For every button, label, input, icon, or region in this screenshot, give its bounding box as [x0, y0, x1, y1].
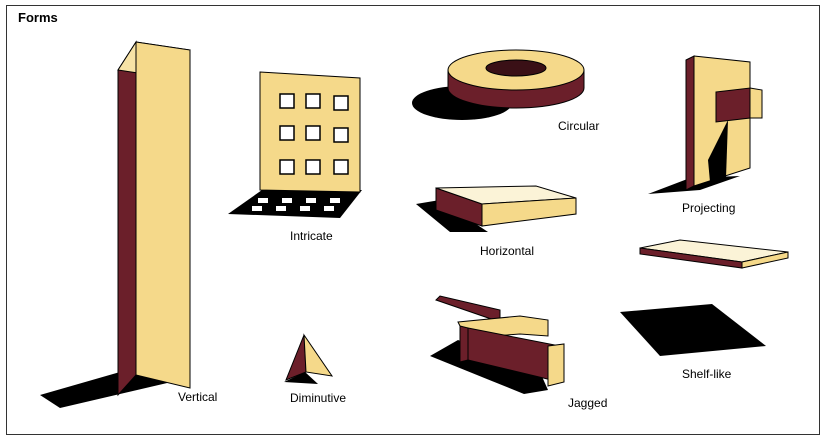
intricate-form: [228, 71, 362, 218]
label-vertical: Vertical: [178, 390, 218, 404]
pyramid-left: [285, 334, 307, 381]
jagged-seg4-face: [547, 343, 565, 387]
jagged-seg1-side: [435, 295, 501, 323]
label-horizontal: Horizontal: [480, 244, 535, 258]
label-circular: Circular: [558, 119, 600, 133]
jagged-seg3-side: [459, 325, 469, 363]
projecting-arm-shadow: [708, 120, 728, 182]
plate-shadow: [620, 304, 766, 356]
slab-front: [481, 197, 577, 227]
label-diminutive: Diminutive: [290, 391, 347, 405]
vertical-form: [40, 40, 191, 408]
plate-front: [741, 251, 789, 269]
pyramid-right: [303, 333, 334, 377]
ring-hole: [485, 59, 547, 77]
label-projecting: Projecting: [682, 201, 736, 215]
projecting-wall-side: [685, 55, 695, 191]
label-jagged: Jagged: [568, 396, 608, 410]
pyramid-shadow: [284, 372, 318, 384]
vertical-side: [117, 40, 137, 397]
intricate-shadow: [228, 190, 362, 218]
vertical-front: [135, 41, 191, 389]
circular-form: [412, 49, 585, 120]
vertical-shadow: [40, 372, 180, 408]
diagram-title: Forms: [18, 10, 58, 25]
label-intricate: Intricate: [290, 229, 333, 243]
shelf-like-form: [620, 239, 789, 356]
projecting-form: [648, 55, 763, 194]
horizontal-form: [416, 185, 577, 232]
label-shelf-like: Shelf-like: [682, 367, 732, 381]
jagged-form: [430, 295, 565, 394]
diminutive-form: [284, 333, 334, 384]
projecting-block-front: [749, 87, 763, 119]
projecting-block-side: [715, 87, 751, 123]
